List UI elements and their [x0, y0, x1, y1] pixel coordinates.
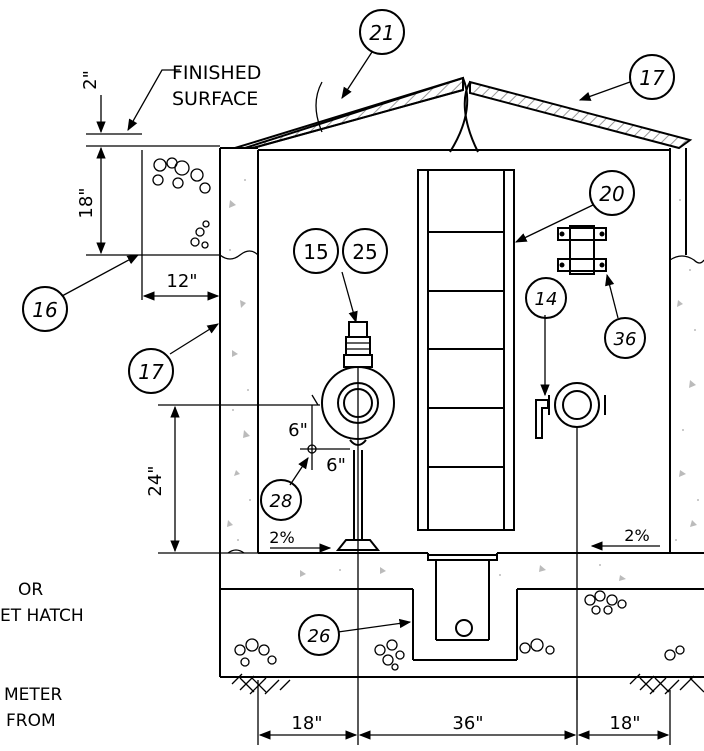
note-hatch-2: ET HATCH	[0, 606, 84, 626]
callout-17-left: 17	[138, 360, 164, 384]
leader-lines	[61, 51, 631, 633]
lid-hinge-right	[463, 81, 479, 153]
dim-pipe-height: 24"	[145, 465, 166, 496]
callout-26: 26	[308, 626, 331, 647]
dim-wall-width: 12"	[166, 271, 197, 292]
sump-pit	[427, 553, 498, 641]
dim-offset-b: 6"	[326, 455, 346, 476]
callout-25: 25	[352, 240, 377, 264]
wall-bracket	[557, 225, 607, 275]
note-hatch-1: OR	[18, 580, 43, 600]
dim-offset-a: 6"	[288, 420, 308, 441]
callout-circles	[22, 9, 675, 656]
dim-bottom-center: 36"	[452, 713, 483, 734]
pipe-section-left	[321, 321, 395, 745]
dim-bottom-left: 18"	[291, 713, 322, 734]
roof-lid-left	[234, 76, 464, 149]
callout-17-top: 17	[639, 66, 665, 90]
floor-slab	[220, 549, 704, 678]
ladder	[417, 169, 515, 531]
dim-bottom-right: 18"	[609, 713, 640, 734]
note-meter-1: METER	[4, 685, 63, 705]
note-finished-1: FINISHED	[172, 62, 261, 84]
callout-36: 36	[614, 329, 637, 350]
dim-wall-depth: 18"	[76, 187, 97, 218]
dimension-lines	[86, 95, 671, 745]
right-wall	[258, 148, 704, 553]
gravel	[152, 157, 685, 671]
pipe-section-right	[535, 382, 606, 700]
dim-top-gap: 2"	[80, 70, 101, 90]
note-finished-2: SURFACE	[172, 88, 258, 110]
slope-right: 2%	[624, 526, 649, 545]
callout-16: 16	[32, 298, 57, 322]
left-wall	[219, 147, 259, 677]
note-meter-2: FROM	[6, 711, 56, 731]
callout-21: 21	[369, 21, 394, 45]
lid-hinge-left	[449, 77, 469, 153]
callout-28: 28	[270, 491, 293, 512]
slope-left: 2%	[269, 528, 294, 547]
callout-20: 20	[599, 182, 624, 206]
callout-14: 14	[535, 289, 558, 310]
roof-lid-right	[469, 80, 693, 150]
callout-15: 15	[303, 240, 328, 264]
